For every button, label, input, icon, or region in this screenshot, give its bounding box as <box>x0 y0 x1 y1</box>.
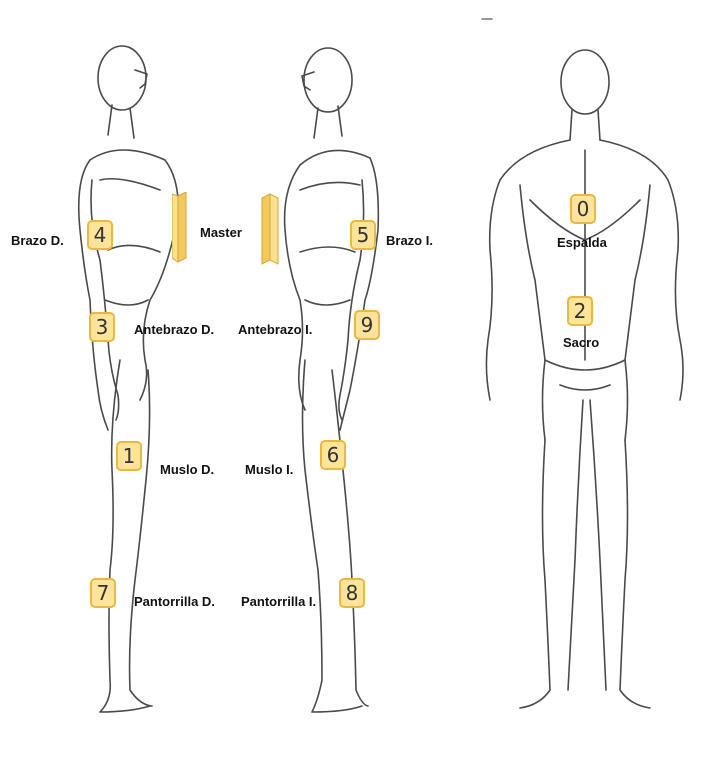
label-brazo-d: Brazo D. <box>11 233 64 248</box>
label-sacro: Sacro <box>563 335 599 350</box>
label-antebrazo-d: Antebrazo D. <box>134 322 214 337</box>
label-muslo-i: Muslo I. <box>245 462 293 477</box>
sensor-5-marker: 5 <box>350 220 376 250</box>
sensor-8-marker: 8 <box>339 578 365 608</box>
sensor-3-marker: 3 <box>89 312 115 342</box>
sensor-2-marker: 2 <box>567 296 593 326</box>
figure-middle-side-view <box>285 48 379 712</box>
label-brazo-i: Brazo I. <box>386 233 433 248</box>
sensor-6-marker: 6 <box>320 440 346 470</box>
sensor-9-marker: 9 <box>354 310 380 340</box>
figure-right-back-view <box>486 50 683 708</box>
sensor-7-marker: 7 <box>90 578 116 608</box>
master-sensor-block-left <box>172 192 194 266</box>
sensor-1-marker: 1 <box>116 441 142 471</box>
label-antebrazo-i: Antebrazo I. <box>238 322 312 337</box>
label-master: Master <box>200 225 242 240</box>
label-pantorrilla-d: Pantorrilla D. <box>134 594 215 609</box>
sensor-0-marker: 0 <box>570 194 596 224</box>
label-muslo-d: Muslo D. <box>160 462 214 477</box>
label-pantorrilla-i: Pantorrilla I. <box>241 594 316 609</box>
label-espalda: Espalda <box>557 235 607 250</box>
master-sensor-block-right <box>258 192 282 266</box>
figure-left-side-view <box>79 46 178 712</box>
sensor-4-marker: 4 <box>87 220 113 250</box>
